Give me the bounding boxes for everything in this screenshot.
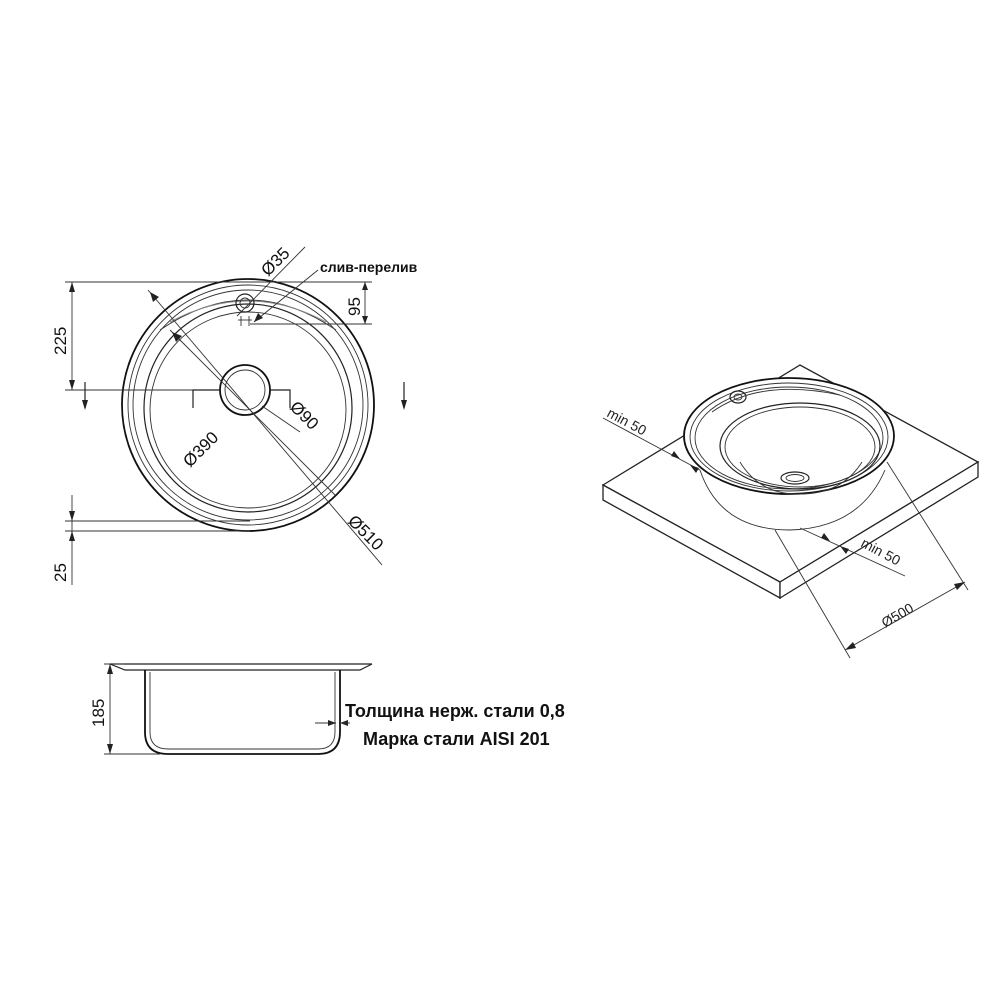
- dim-25-label: 25: [51, 563, 70, 582]
- iso-sink-rim-2: [689, 382, 889, 492]
- install-view: min 50 min 50 Ø500: [601, 364, 980, 659]
- overflow-step-line-2: [169, 300, 327, 323]
- dia500-line: [844, 581, 966, 651]
- drain-hole-inner: [224, 369, 266, 411]
- overflow-leader-arrow: [254, 313, 263, 322]
- dia-390-label: Ø390: [179, 428, 222, 471]
- cutout-outline: [699, 469, 886, 531]
- overflow-hole-outer: [235, 293, 255, 313]
- section-bowl-outer: [144, 670, 341, 755]
- min50-a-arrow-2: [690, 465, 699, 473]
- dim-25-arrow-bottom: [69, 531, 75, 541]
- dim-225-arrow-top: [69, 282, 75, 292]
- overflow-hole-inner: [239, 297, 251, 309]
- dim-225-label: 225: [51, 327, 70, 355]
- dia500-ext-left: [774, 529, 851, 659]
- min50-b-line: [799, 527, 906, 577]
- min50-a-arrow-1: [671, 451, 680, 459]
- dim-225-arrow-bottom: [69, 380, 75, 390]
- iso-bowl-bottom: [739, 461, 863, 495]
- dia-510-label: Ø510: [344, 511, 387, 554]
- dia500-arrow-right: [954, 582, 965, 590]
- drain-hole-outer: [219, 364, 271, 416]
- iso-overflow-step: [711, 388, 841, 413]
- dia-35-leader: [236, 246, 306, 317]
- sink-bowl-edge: [143, 303, 353, 513]
- iso-sink-bowl-inner: [724, 406, 876, 488]
- sink-rim-inner-2: [132, 289, 364, 521]
- thickness-arrow-left: [328, 720, 336, 726]
- dia-390-arrow: [172, 332, 182, 342]
- dia-90-leader: [261, 405, 301, 433]
- section-bowl-inner: [149, 672, 336, 750]
- dia500-ext-right: [886, 461, 969, 591]
- min50-b-label: min 50: [859, 535, 904, 569]
- min50-a-label: min 50: [605, 405, 650, 439]
- dim-95-arrow-top: [362, 282, 368, 290]
- dia-90-label: Ø90: [286, 397, 322, 433]
- section-rim-lip: [109, 663, 373, 671]
- iso-sink-bowl-edge: [719, 402, 881, 490]
- min50-a-line: [602, 417, 701, 471]
- section-arrow-left: [82, 400, 88, 410]
- dia-510-arrow: [150, 292, 159, 302]
- dim-95-arrow-bottom: [362, 316, 368, 324]
- section-cut-left-leg: [192, 389, 220, 408]
- overflow-leader: [253, 269, 319, 323]
- iso-sink-rim-outer: [683, 377, 895, 495]
- section-arrow-right: [401, 400, 407, 410]
- note-thickness: Толщина нерж. стали 0,8: [345, 701, 565, 721]
- dim-185-label: 185: [89, 699, 108, 727]
- overflow-step-line: [159, 299, 337, 331]
- plan-view: 225 95 25 Ø35 слив-перелив Ø390 Ø510: [51, 244, 418, 585]
- min50-b-arrow-1: [821, 533, 830, 541]
- dia-510-line: [147, 289, 383, 566]
- dim-25-arrow-top: [69, 511, 75, 521]
- overflow-label: слив-перелив: [320, 259, 418, 275]
- iso-drain-inner: [785, 474, 805, 482]
- dia500-label: Ø500: [879, 600, 917, 631]
- section-cut-right-leg: [270, 389, 291, 408]
- iso-overflow: [729, 390, 747, 404]
- dim-185-arrow-top: [107, 664, 113, 674]
- sink-rim-inner-1: [127, 284, 369, 526]
- dia-35-label: Ø35: [257, 244, 293, 280]
- min50-b-arrow-2: [840, 546, 849, 554]
- dim-95-label: 95: [345, 297, 364, 316]
- section-view: 185 Толщина нерж. стали 0,8 Марка стали …: [89, 663, 565, 755]
- dia500-arrow-left: [845, 642, 856, 650]
- iso-drain: [780, 471, 810, 485]
- dim-185-arrow-bottom: [107, 744, 113, 754]
- note-steel-grade: Марка стали AISI 201: [363, 729, 550, 749]
- sink-outer-rim: [121, 278, 375, 532]
